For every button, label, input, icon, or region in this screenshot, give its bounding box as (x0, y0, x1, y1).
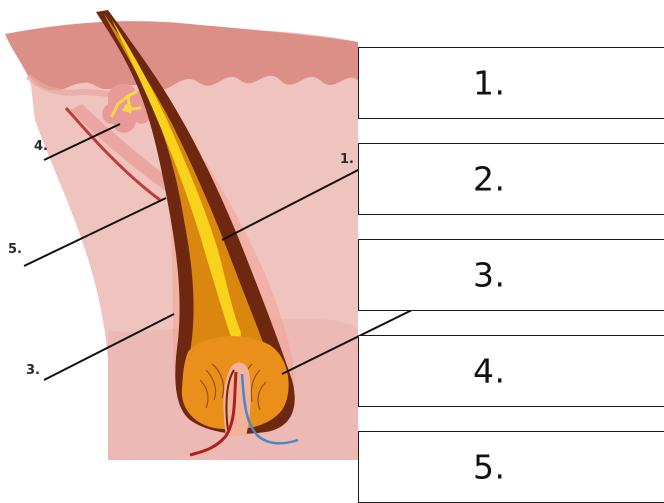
answer-box-3[interactable]: 3. (358, 239, 664, 311)
callout-label-4: 4. (34, 139, 48, 154)
answer-box-1[interactable]: 1. (358, 47, 664, 119)
answer-box-4[interactable]: 4. (358, 335, 664, 407)
callout-label-3: 3. (26, 363, 40, 378)
answer-box-5[interactable]: 5. (358, 431, 664, 503)
answer-box-2-label: 2. (473, 160, 506, 199)
answer-box-2[interactable]: 2. (358, 143, 664, 215)
callout-label-5: 5. (8, 242, 22, 257)
answer-box-5-label: 5. (473, 448, 506, 487)
answer-box-3-label: 3. (473, 256, 506, 295)
callout-label-1: 1. (340, 152, 354, 167)
answer-box-1-label: 1. (473, 64, 506, 103)
answer-box-4-label: 4. (473, 352, 506, 391)
